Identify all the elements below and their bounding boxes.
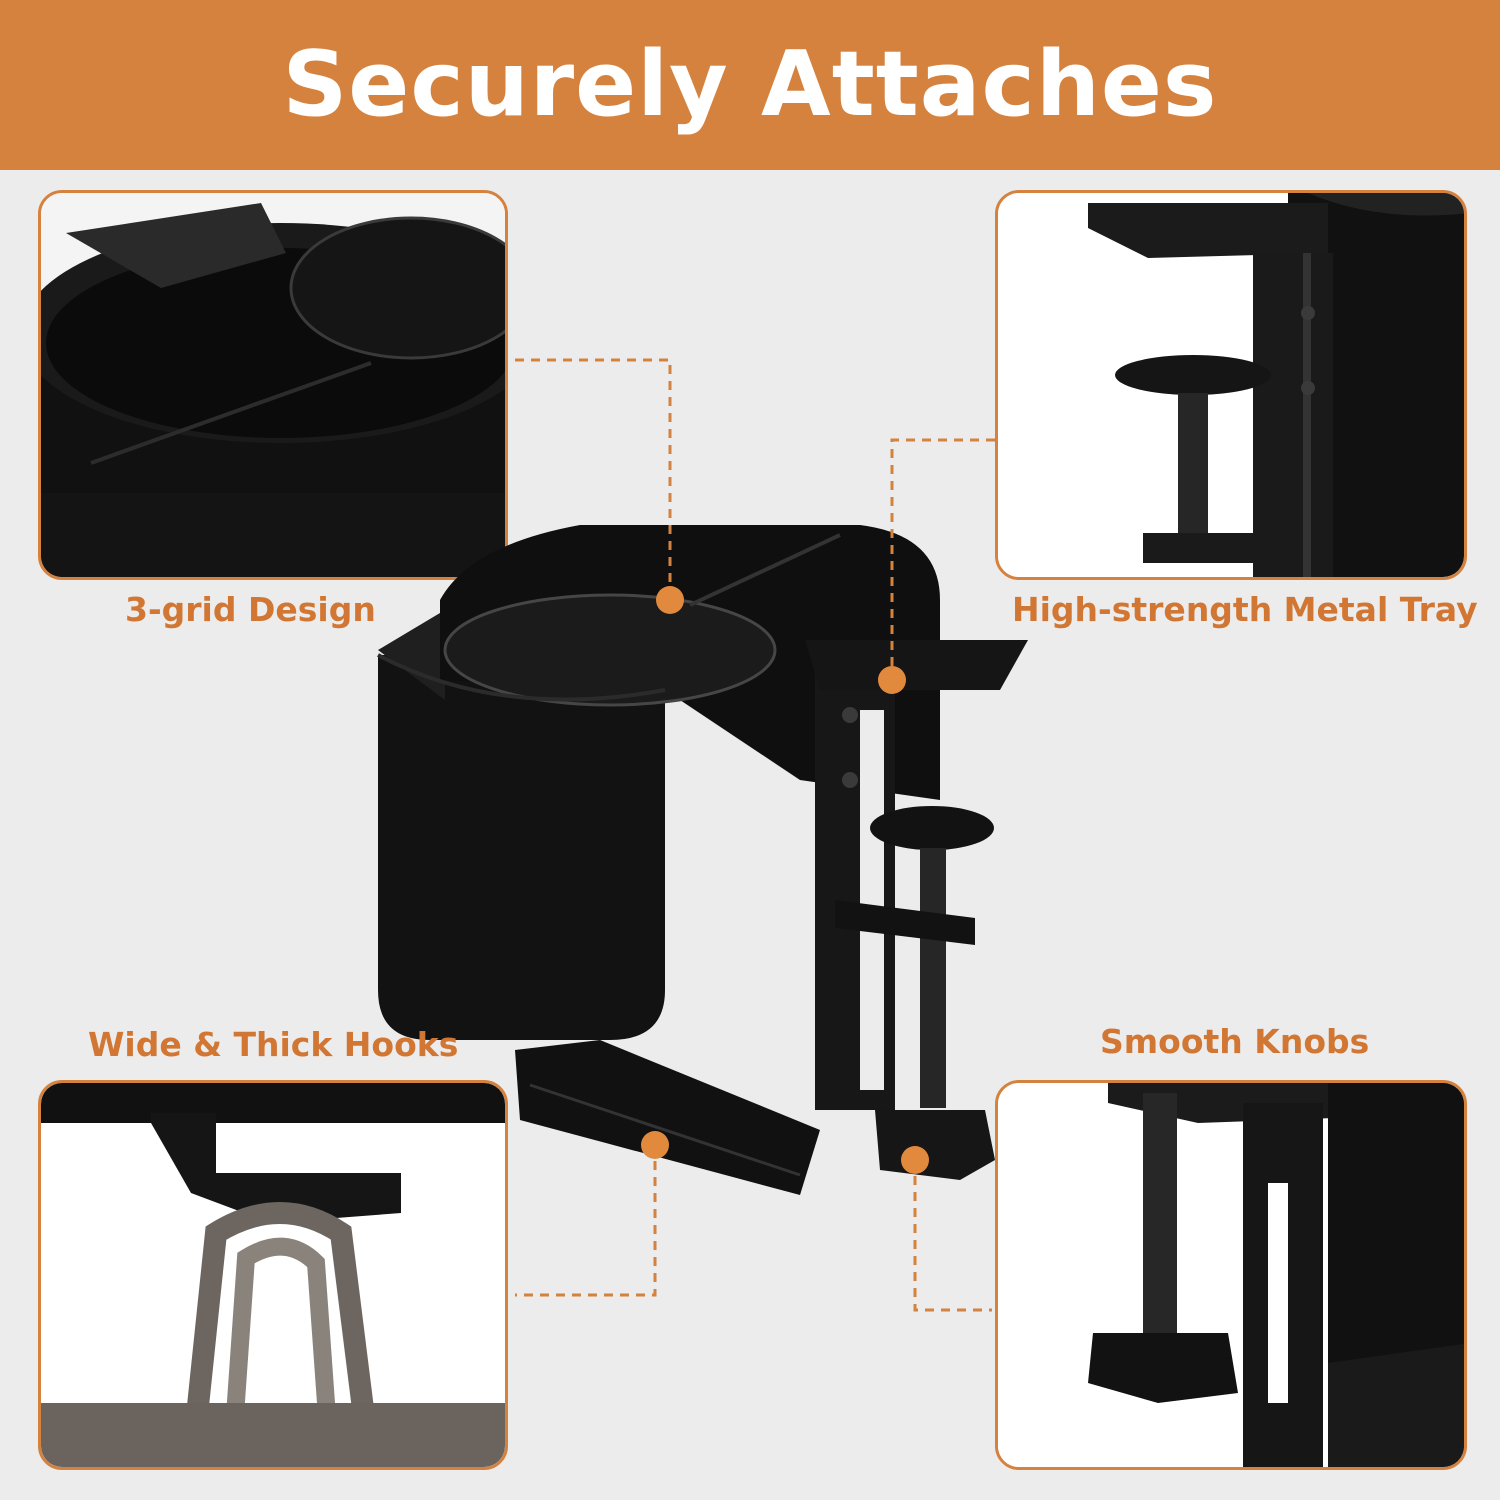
cup-interior-image [41, 193, 505, 577]
callout-dot-3-grid [656, 586, 684, 614]
connector-knobs [913, 1160, 992, 1312]
feature-label-metal-tray: High-strength Metal Tray [1012, 590, 1478, 629]
header-banner: Securely Attaches [0, 0, 1500, 170]
feature-label-3-grid-design: 3-grid Design [125, 590, 376, 629]
callout-dot-metal-tray [878, 666, 906, 694]
connector-metal-tray [890, 438, 995, 680]
metal-tray-image [998, 193, 1464, 577]
callout-dot-knobs [901, 1146, 929, 1174]
panel-metal-tray [995, 190, 1467, 580]
callout-dot-hooks [641, 1131, 669, 1159]
panel-hooks [38, 1080, 508, 1470]
hook-image [41, 1083, 505, 1467]
panel-3-grid-design [38, 190, 508, 580]
page-title: Securely Attaches [282, 32, 1218, 137]
feature-label-smooth-knobs: Smooth Knobs [1100, 1022, 1370, 1061]
panel-smooth-knobs [995, 1080, 1467, 1470]
connector-3-grid [515, 358, 672, 600]
connector-hooks [515, 1145, 657, 1297]
knob-image [998, 1083, 1464, 1467]
feature-label-hooks: Wide & Thick Hooks [88, 1025, 459, 1064]
